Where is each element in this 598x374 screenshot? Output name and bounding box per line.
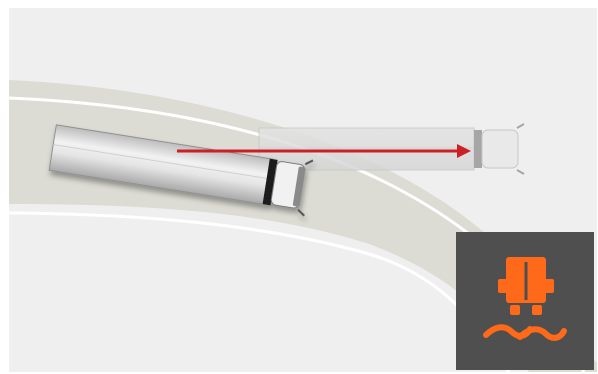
warning-light-panel bbox=[456, 232, 594, 370]
trailer-sway-warning-icon bbox=[456, 232, 594, 370]
